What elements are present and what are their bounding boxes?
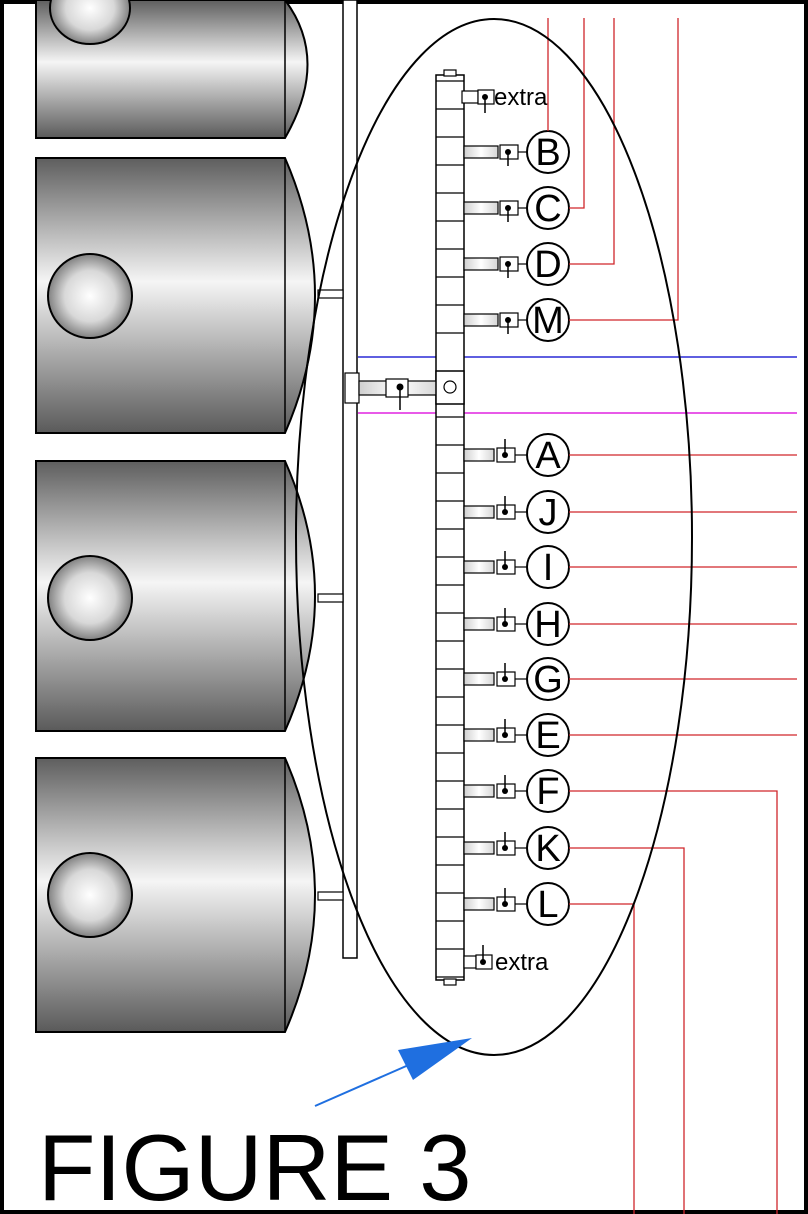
outlet-c: C bbox=[463, 186, 570, 230]
outlet-label: F bbox=[536, 771, 559, 813]
outlet-pipe bbox=[463, 145, 499, 159]
outlet-i: I bbox=[463, 545, 570, 589]
outlet-pipe bbox=[463, 672, 495, 686]
outlet-h: H bbox=[463, 602, 570, 646]
outlet-label: A bbox=[535, 435, 561, 477]
outlet-pipe bbox=[463, 841, 495, 855]
outlet-label: K bbox=[535, 828, 560, 870]
manifold-column bbox=[435, 69, 465, 986]
outlet-label: I bbox=[543, 547, 554, 589]
feed-line-m bbox=[569, 18, 679, 321]
feed-line-k bbox=[569, 847, 685, 1214]
extra-outlet-bottom: extra bbox=[463, 945, 549, 976]
outlet-e: E bbox=[463, 713, 570, 757]
outlet-k: K bbox=[463, 826, 570, 870]
manifold-cap-bottom bbox=[443, 978, 457, 986]
outlet-pipe bbox=[463, 784, 495, 798]
outlet-b: B bbox=[463, 130, 570, 174]
extra-label-bottom: extra bbox=[495, 949, 549, 976]
highlight-ellipse bbox=[295, 18, 693, 1056]
outlet-pipe bbox=[463, 448, 495, 462]
outlet-pipe bbox=[463, 728, 495, 742]
outlet-f: F bbox=[463, 769, 570, 813]
feed-line-d bbox=[569, 18, 615, 265]
outlet-label: C bbox=[534, 188, 561, 230]
crossover-valve bbox=[344, 370, 465, 410]
vertical-header-pipe bbox=[317, 0, 358, 959]
outlet-m: M bbox=[463, 298, 570, 342]
tank-4 bbox=[35, 757, 316, 1033]
feed-line-c bbox=[569, 18, 585, 209]
outlet-pipe bbox=[463, 313, 499, 327]
manifold-cap-top bbox=[443, 69, 457, 77]
outlet-label: B bbox=[535, 132, 560, 174]
tank-3 bbox=[35, 460, 316, 732]
outlet-pipe bbox=[463, 505, 495, 519]
extra-outlet-top: extra bbox=[461, 84, 548, 113]
outlet-pipe bbox=[463, 617, 495, 631]
feed-line-f bbox=[569, 790, 778, 1214]
manifold-body bbox=[435, 74, 465, 981]
feed-line-l bbox=[569, 903, 635, 1214]
pointer-arrow bbox=[314, 1038, 472, 1107]
red-feed-lines bbox=[547, 18, 797, 1214]
outlet-label: J bbox=[539, 492, 558, 534]
outlet-pipe bbox=[463, 257, 499, 271]
outlet-label: L bbox=[537, 884, 558, 926]
outlet-label: E bbox=[535, 715, 560, 757]
outlet-pipe bbox=[463, 560, 495, 574]
tank-1 bbox=[35, 0, 309, 139]
outlet-pipe bbox=[463, 897, 495, 911]
outlet-a: A bbox=[463, 433, 570, 477]
tank-2 bbox=[35, 157, 316, 434]
outlet-label: M bbox=[532, 300, 564, 342]
outlet-pipe bbox=[463, 201, 499, 215]
outlet-d: D bbox=[463, 242, 570, 286]
outlet-g: G bbox=[463, 657, 570, 701]
outlet-label: D bbox=[534, 244, 561, 286]
outlet-l: L bbox=[463, 882, 570, 926]
outlet-label: H bbox=[534, 604, 561, 646]
outlet-j: J bbox=[463, 490, 570, 534]
figure-label: FIGURE 3 bbox=[38, 1115, 472, 1214]
outlet-label: G bbox=[533, 659, 563, 701]
extra-label-top: extra bbox=[494, 84, 548, 111]
